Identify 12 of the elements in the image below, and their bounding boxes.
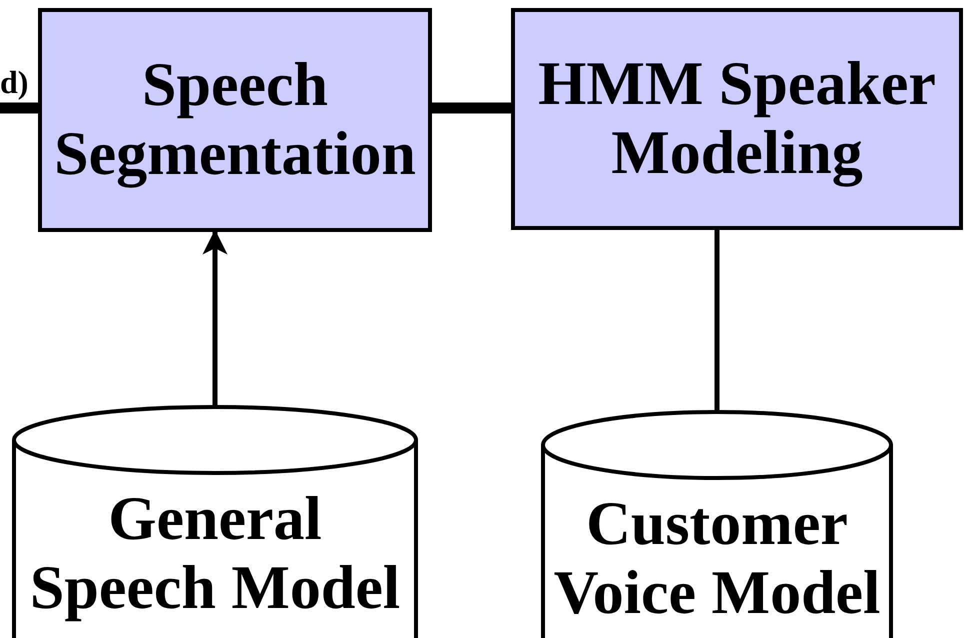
database-cylinder xyxy=(541,410,893,638)
connector-line xyxy=(0,102,38,114)
database-cylinder xyxy=(12,405,418,638)
connector-line xyxy=(432,102,511,114)
node-label: Speech Segmentation xyxy=(53,50,417,190)
node-label: General Speech Model xyxy=(28,485,402,624)
connector-line xyxy=(714,230,720,410)
node-label: Customer Voice Model xyxy=(552,490,882,629)
node-label: HMM Speaker Modeling xyxy=(537,50,937,188)
process-box xyxy=(511,8,963,230)
arrow xyxy=(202,230,228,405)
process-box xyxy=(38,8,432,232)
